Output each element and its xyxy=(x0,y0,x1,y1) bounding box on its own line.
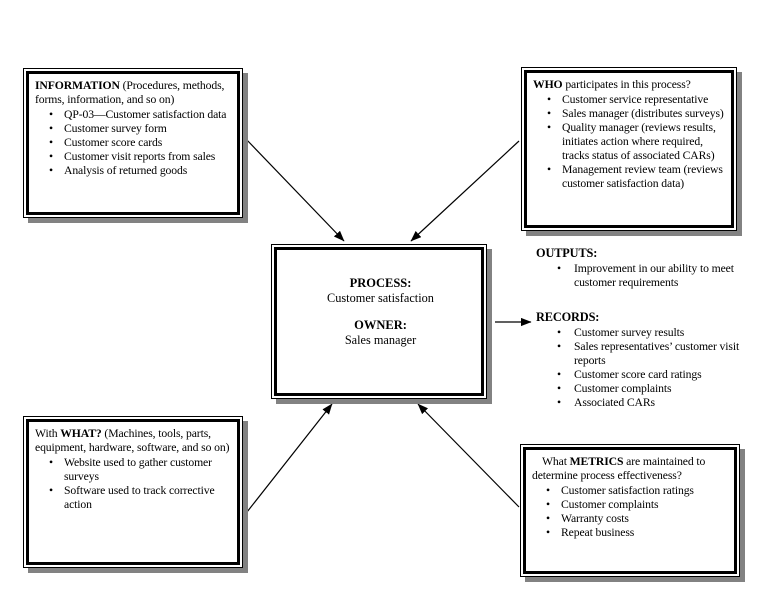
bullet-item: Warranty costs xyxy=(546,512,731,526)
metrics-title-prefix: What xyxy=(542,455,570,468)
information-title-keyword: INFORMATION xyxy=(35,79,120,92)
bullet-item: Customer score cards xyxy=(49,136,234,150)
metrics-title-keyword: METRICS xyxy=(569,455,624,468)
arrow-what-to-process xyxy=(246,403,333,513)
who-title-rest: participates in this process? xyxy=(562,78,691,91)
bullet-item: Customer survey results xyxy=(557,326,764,340)
process-box-content: PROCESS: Customer satisfaction OWNER: Sa… xyxy=(274,247,484,396)
bullet-item: Customer visit reports from sales xyxy=(49,150,234,164)
bullet-item: Customer score card ratings xyxy=(557,368,764,382)
information-title: INFORMATION (Procedures, methods, forms,… xyxy=(35,79,234,107)
arrow-who-to-process xyxy=(410,140,520,242)
owner-label: OWNER: xyxy=(354,318,407,332)
records-heading: RECORDS: xyxy=(536,310,600,324)
bullet-item: Quality manager (reviews results, initia… xyxy=(547,121,728,163)
outputs-records-section: OUTPUTS: Improvement in our ability to m… xyxy=(536,246,764,410)
bullet-item: Customer satisfaction ratings xyxy=(546,484,731,498)
process-value: Customer satisfaction xyxy=(327,291,434,305)
information-box: INFORMATION (Procedures, methods, forms,… xyxy=(23,68,243,218)
what-bullet-list: Website used to gather customer surveysS… xyxy=(35,456,234,512)
bullet-item: Associated CARs xyxy=(557,396,764,410)
who-bullet-list: Customer service representativeSales man… xyxy=(533,93,728,191)
who-title: WHO participates in this process? xyxy=(533,78,728,92)
bullet-item: Customer survey form xyxy=(49,122,234,136)
metrics-title-rest: are maintained to determine process effe… xyxy=(532,455,706,482)
metrics-title: What METRICS are maintained to determine… xyxy=(532,455,731,483)
metrics-bullet-list: Customer satisfaction ratingsCustomer co… xyxy=(532,484,731,540)
bullet-item: Customer service representative xyxy=(547,93,728,107)
records-bullet-list: Customer survey resultsSales representat… xyxy=(536,326,764,410)
bullet-item: Sales representatives’ customer visit re… xyxy=(557,340,764,368)
metrics-box: What METRICS are maintained to determine… xyxy=(520,444,740,577)
bullet-item: Website used to gather customer surveys xyxy=(49,456,234,484)
what-title-keyword: WHAT? xyxy=(60,427,102,440)
what-title-rest: (Machines, tools, parts, equipment, hard… xyxy=(35,427,230,454)
arrow-metrics-to-process xyxy=(417,403,520,508)
outputs-bullet-list: Improvement in our ability to meet custo… xyxy=(536,262,764,290)
process-label: PROCESS: xyxy=(349,276,412,290)
what-box-content: With WHAT? (Machines, tools, parts, equi… xyxy=(26,419,240,565)
owner-value: Sales manager xyxy=(344,333,417,347)
who-box: WHO participates in this process? Custom… xyxy=(521,67,737,231)
what-title: With WHAT? (Machines, tools, parts, equi… xyxy=(35,427,234,455)
what-box: With WHAT? (Machines, tools, parts, equi… xyxy=(23,416,243,568)
what-title-prefix: With xyxy=(35,427,61,440)
arrow-information-to-process xyxy=(244,137,345,242)
bullet-item: Management review team (reviews customer… xyxy=(547,163,728,191)
information-bullet-list: QP-03—Customer satisfaction dataCustomer… xyxy=(35,108,234,178)
process-box: PROCESS: Customer satisfaction OWNER: Sa… xyxy=(271,244,487,399)
bullet-item: Improvement in our ability to meet custo… xyxy=(557,262,764,290)
bullet-item: QP-03—Customer satisfaction data xyxy=(49,108,234,122)
bullet-item: Repeat business xyxy=(546,526,731,540)
who-title-keyword: WHO xyxy=(533,78,563,91)
bullet-item: Customer complaints xyxy=(557,382,764,396)
information-title-rest: (Procedures, methods, forms, information… xyxy=(35,79,225,106)
outputs-heading: OUTPUTS: xyxy=(536,246,598,260)
bullet-item: Analysis of returned goods xyxy=(49,164,234,178)
information-box-content: INFORMATION (Procedures, methods, forms,… xyxy=(26,71,240,215)
bullet-item: Customer complaints xyxy=(546,498,731,512)
bullet-item: Sales manager (distributes surveys) xyxy=(547,107,728,121)
who-box-content: WHO participates in this process? Custom… xyxy=(524,70,734,228)
bullet-item: Software used to track corrective action xyxy=(49,484,234,512)
metrics-box-content: What METRICS are maintained to determine… xyxy=(523,447,737,574)
